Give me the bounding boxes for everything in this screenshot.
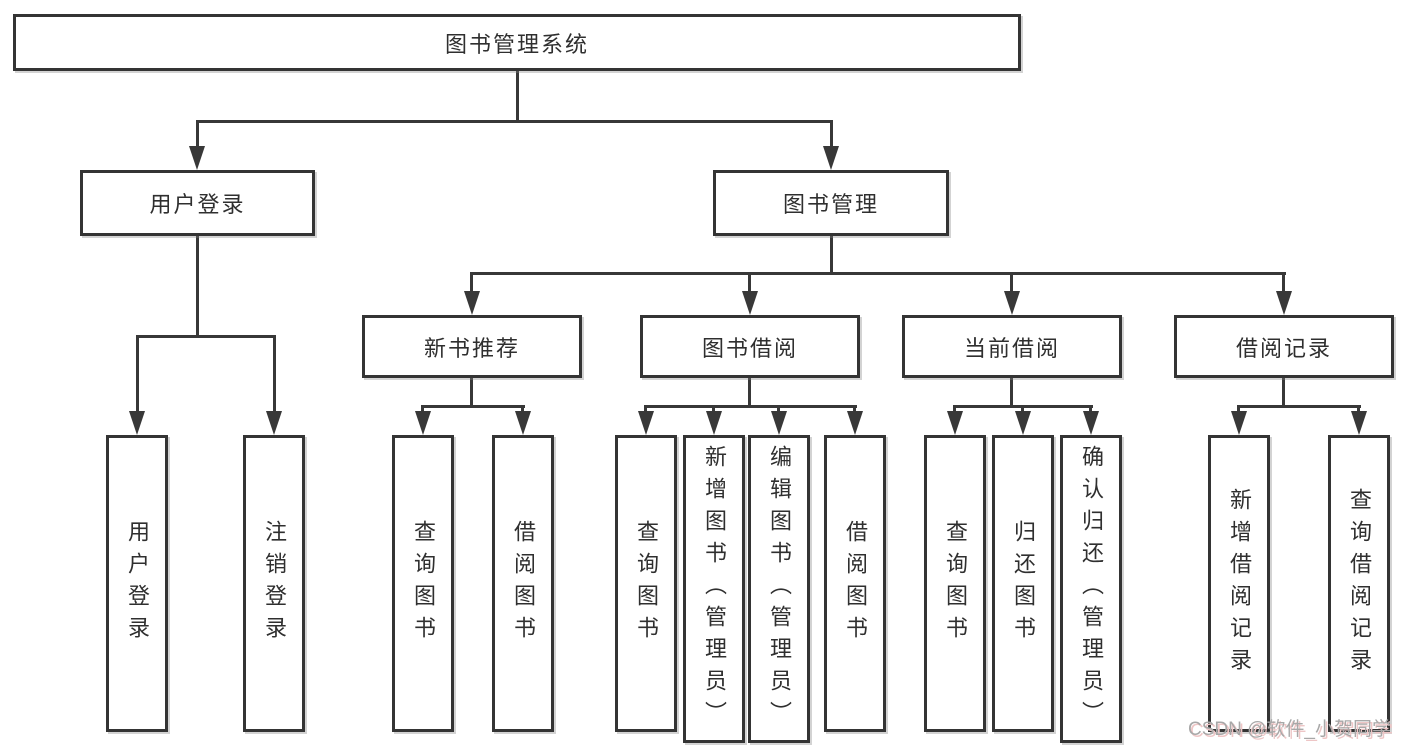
leaf-br-add-record-label: 新增借阅记录: [1227, 487, 1252, 680]
connector-line: [953, 405, 956, 414]
arrowhead-down-icon: [415, 411, 431, 435]
connector-line: [1010, 272, 1013, 293]
leaf-logout: 注销登录: [243, 435, 305, 732]
leaf-bb-edit-books-admin: 编辑图书（管理员）: [748, 435, 810, 743]
node-borrow-records-label: 借阅记录: [1235, 335, 1332, 361]
connector-line: [470, 272, 1286, 275]
node-new-book-recommend-label: 新书推荐: [423, 335, 520, 361]
connector-line: [748, 272, 751, 293]
csdn-watermark: CSDN @软件_小贺同学: [1188, 719, 1391, 740]
connector-line: [421, 405, 424, 414]
connector-line: [1089, 405, 1092, 414]
leaf-cb-query-books: 查询图书: [924, 435, 986, 732]
arrowhead-down-icon: [515, 411, 531, 435]
leaf-bb-query-books-label: 查询图书: [634, 519, 659, 648]
arrowhead-down-icon: [1004, 291, 1020, 315]
node-borrow-records: 借阅记录: [1174, 315, 1394, 378]
leaf-bb-add-books-admin: 新增图书（管理员）: [683, 435, 745, 743]
leaf-nbr-borrow-books-label: 借阅图书: [511, 519, 536, 648]
arrowhead-down-icon: [1231, 411, 1247, 435]
arrowhead-down-icon: [266, 411, 282, 435]
connector-line: [644, 405, 857, 408]
leaf-br-query-record: 查询借阅记录: [1328, 435, 1390, 732]
arrowhead-down-icon: [947, 411, 963, 435]
connector-line: [644, 405, 647, 414]
node-user-login-label: 用户登录: [149, 192, 246, 217]
arrowhead-down-icon: [1351, 411, 1367, 435]
leaf-cb-confirm-return-admin: 确认归还（管理员）: [1060, 435, 1122, 743]
node-current-borrow-label: 当前借阅: [963, 335, 1060, 361]
connector-line: [830, 120, 833, 148]
connector-line: [712, 405, 715, 414]
leaf-nbr-query-books: 查询图书: [392, 435, 454, 732]
connector-line: [136, 335, 276, 338]
arrowhead-down-icon: [823, 146, 839, 170]
node-root-label: 图书管理系统: [444, 31, 589, 57]
leaf-cb-confirm-return-admin-label: 确认归还（管理员）: [1079, 445, 1104, 733]
connector-line: [777, 405, 780, 414]
node-book-borrow: 图书借阅: [640, 315, 860, 378]
connector-line: [1237, 405, 1240, 414]
arrowhead-down-icon: [1083, 411, 1099, 435]
connector-line: [196, 120, 833, 123]
connector-line: [421, 405, 525, 408]
arrowhead-down-icon: [742, 291, 758, 315]
leaf-bb-edit-books-admin-label: 编辑图书（管理员）: [767, 445, 792, 733]
leaf-nbr-query-books-label: 查询图书: [411, 519, 436, 648]
leaf-logout-label: 注销登录: [262, 519, 287, 648]
leaf-cb-query-books-label: 查询图书: [943, 519, 968, 648]
arrowhead-down-icon: [464, 291, 480, 315]
arrowhead-down-icon: [1276, 291, 1292, 315]
leaf-bb-borrow-books-label: 借阅图书: [843, 519, 868, 648]
connector-line: [273, 335, 276, 413]
node-user-login: 用户登录: [80, 170, 315, 236]
connector-line: [830, 236, 833, 275]
connector-line: [521, 405, 524, 414]
arrowhead-down-icon: [847, 411, 863, 435]
connector-line: [1282, 272, 1285, 293]
leaf-br-add-record: 新增借阅记录: [1208, 435, 1270, 732]
leaf-br-query-record-label: 查询借阅记录: [1347, 487, 1372, 680]
connector-line: [1357, 405, 1360, 414]
leaf-cb-return-books-label: 归还图书: [1011, 519, 1036, 648]
leaf-cb-return-books: 归还图书: [992, 435, 1054, 732]
leaf-user-login: 用户登录: [106, 435, 168, 732]
leaf-bb-borrow-books: 借阅图书: [824, 435, 886, 732]
connector-line: [1010, 378, 1013, 408]
node-root: 图书管理系统: [13, 14, 1021, 71]
leaf-nbr-borrow-books: 借阅图书: [492, 435, 554, 732]
leaf-user-login-label: 用户登录: [125, 519, 150, 648]
connector-line: [470, 272, 473, 293]
leaf-bb-query-books: 查询图书: [615, 435, 677, 732]
connector-line: [516, 70, 519, 123]
connector-line: [136, 335, 139, 413]
connector-line: [853, 405, 856, 414]
connector-line: [1282, 378, 1285, 408]
arrowhead-down-icon: [129, 411, 145, 435]
node-current-borrow: 当前借阅: [902, 315, 1122, 378]
node-book-management: 图书管理: [713, 170, 949, 236]
connector-line: [748, 378, 751, 408]
connector-line: [1021, 405, 1024, 414]
arrowhead-down-icon: [1015, 411, 1031, 435]
leaf-bb-add-books-admin-label: 新增图书（管理员）: [702, 445, 727, 733]
connector-line: [196, 120, 199, 148]
connector-line: [196, 236, 199, 338]
node-book-management-label: 图书管理: [782, 192, 879, 217]
connector-line: [470, 378, 473, 408]
arrowhead-down-icon: [189, 146, 205, 170]
node-new-book-recommend: 新书推荐: [362, 315, 582, 378]
node-book-borrow-label: 图书借阅: [701, 335, 798, 361]
arrowhead-down-icon: [771, 411, 787, 435]
arrowhead-down-icon: [638, 411, 654, 435]
connector-line: [1237, 405, 1361, 408]
arrowhead-down-icon: [706, 411, 722, 435]
